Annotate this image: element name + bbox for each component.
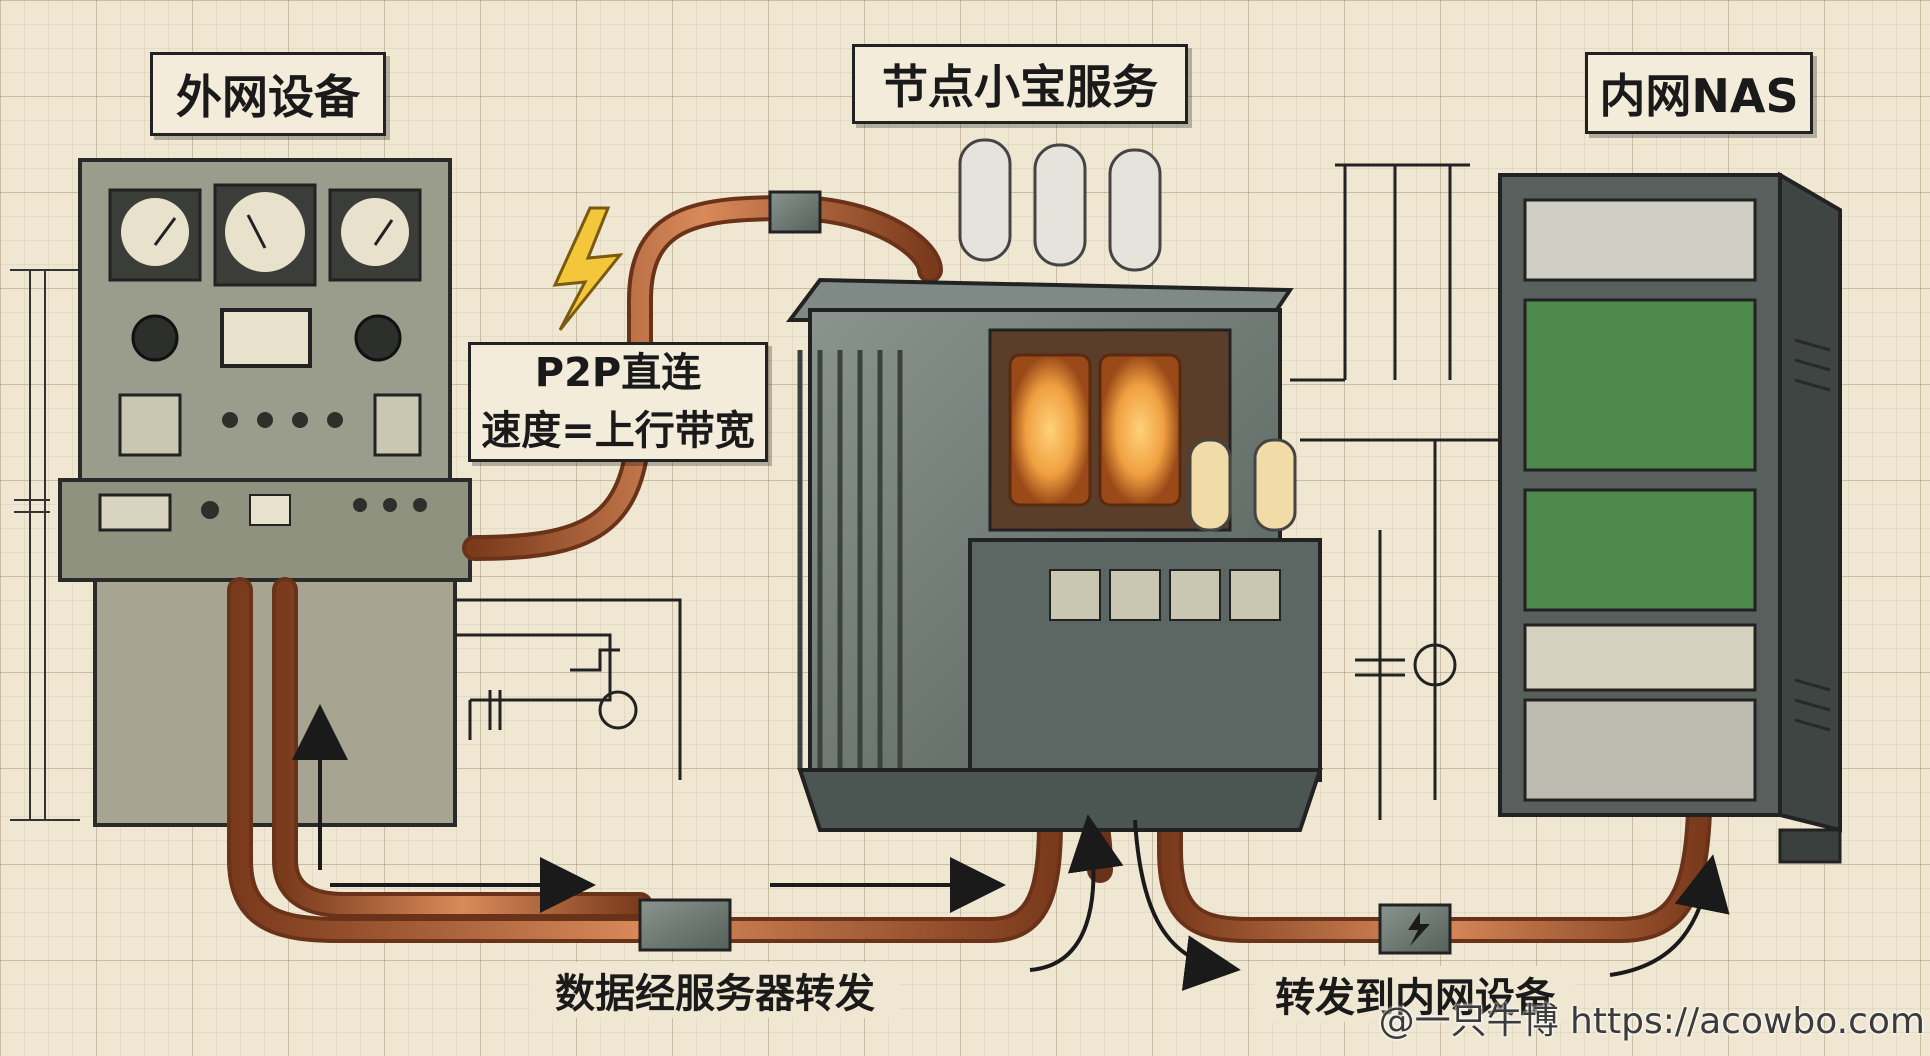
knob-icon xyxy=(131,314,179,362)
forward-to-lan-label: 转发到内网设备 xyxy=(1255,966,1575,1022)
gauge-icon xyxy=(213,183,317,287)
node-service-label: 节点小宝服务 xyxy=(852,44,1188,124)
glowing-coil xyxy=(1008,353,1182,507)
lightning-icon xyxy=(552,206,624,331)
lan-nas-label: 内网NAS xyxy=(1585,52,1813,134)
lan-nas-rack xyxy=(1498,171,1842,864)
switch-icon xyxy=(118,393,182,457)
vacuum-tube-icon xyxy=(958,138,1297,532)
p2p-speed-note: 速度=上行带宽 xyxy=(481,408,755,454)
watermark: @一只牛博 https://acowbo.com xyxy=(1378,1001,1925,1042)
schematic-lines-left xyxy=(455,598,682,780)
node-service-transformer xyxy=(786,138,1323,832)
gauge-icon xyxy=(108,188,202,282)
external-device-label: 外网设备 xyxy=(150,52,386,136)
pipe-coupler xyxy=(638,898,732,952)
pipe-coupler xyxy=(768,190,822,234)
meter-icon xyxy=(220,308,312,368)
measurement-lines-left xyxy=(10,269,80,821)
knob-icon xyxy=(354,314,402,362)
external-device-console xyxy=(58,158,472,827)
switch-icon xyxy=(373,393,422,457)
server-relay-label: 数据经服务器转发 xyxy=(530,962,900,1018)
lightning-icon xyxy=(1408,912,1430,946)
schematic-lines-right xyxy=(1290,163,1500,820)
p2p-direct-title: P2P直连 xyxy=(534,350,702,396)
p2p-direct-label: P2P直连 速度=上行带宽 xyxy=(468,342,768,462)
flow-arrows xyxy=(292,704,1730,991)
gauge-icon xyxy=(328,188,422,282)
